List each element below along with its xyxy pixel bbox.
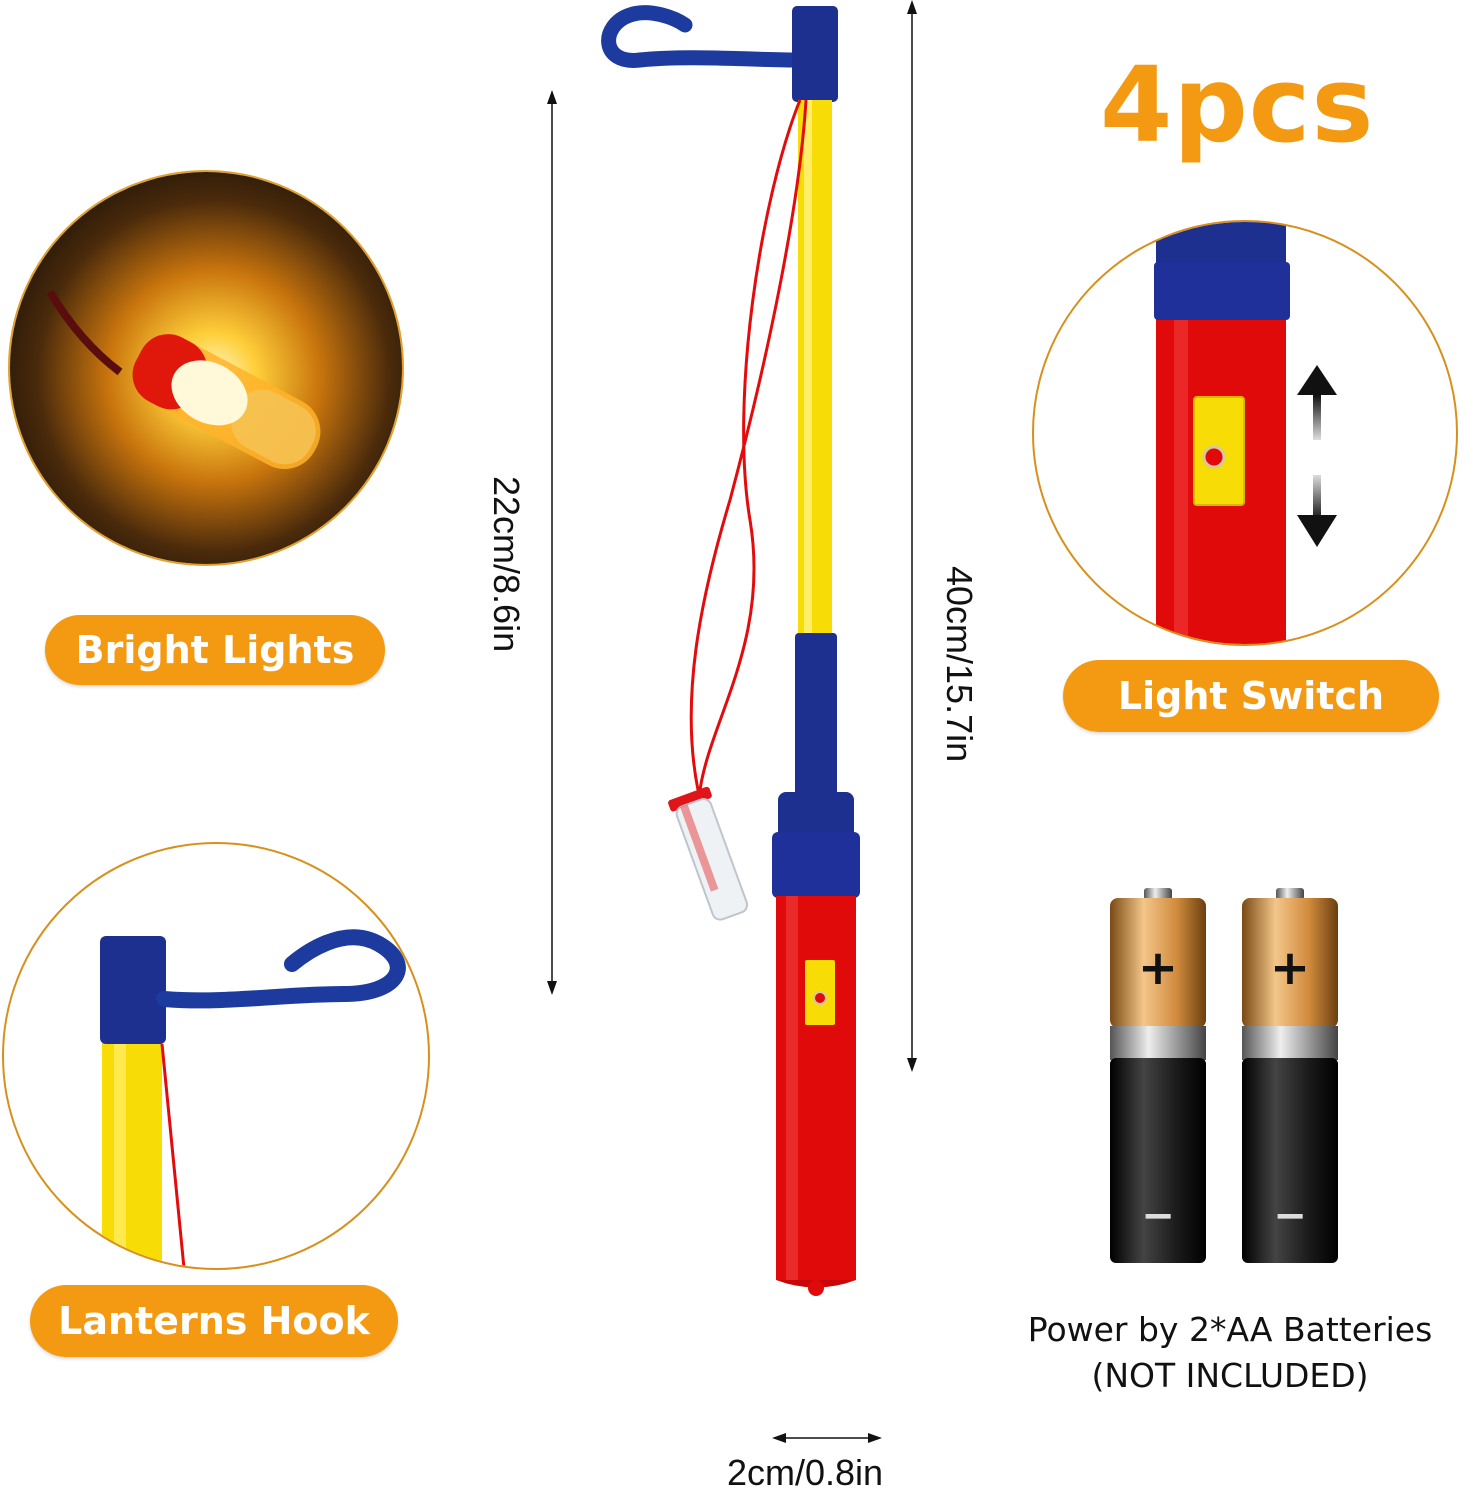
switch-closeup-illustration xyxy=(1154,222,1290,644)
lanterns-hook-label: Lanterns Hook xyxy=(30,1285,398,1357)
bright-lights-label: Bright Lights xyxy=(45,615,385,685)
diameter-dimension-arrow xyxy=(772,1433,882,1443)
battery-minus-symbol: − xyxy=(1273,1193,1307,1239)
rod-length-label: 22cm/8.6in xyxy=(486,476,527,653)
battery-note-line2: (NOT INCLUDED) xyxy=(1091,1356,1369,1395)
battery-plus-symbol: + xyxy=(1137,940,1179,996)
battery-plus-symbol: + xyxy=(1269,940,1311,996)
lantern-stick-product-illustration xyxy=(601,5,860,1086)
lanterns-hook-detail-image xyxy=(2,842,430,1270)
glowing-bulb-illustration xyxy=(10,172,402,564)
total-length-label: 40cm/15.7in xyxy=(939,566,980,763)
rod-length-dimension-arrow xyxy=(547,90,557,995)
light-switch-detail-image xyxy=(1032,220,1458,646)
aa-battery: + − xyxy=(1240,888,1340,1270)
aa-battery: + − xyxy=(1108,888,1208,1270)
handle-lower-section xyxy=(776,1080,856,1296)
diameter-label: 2cm/0.8in xyxy=(727,1452,884,1493)
battery-minus-symbol: − xyxy=(1141,1193,1175,1239)
battery-note-line1: Power by 2*AA Batteries xyxy=(1027,1310,1433,1349)
battery-icon xyxy=(1242,888,1338,1263)
battery-icon xyxy=(1110,888,1206,1263)
total-length-dimension-arrow xyxy=(907,0,917,1072)
quantity-headline: 4pcs xyxy=(1100,44,1375,166)
bright-lights-detail-image xyxy=(8,170,404,566)
up-down-arrow-icon xyxy=(1297,365,1337,547)
light-switch-label: Light Switch xyxy=(1063,660,1439,732)
hook-closeup-illustration xyxy=(100,929,406,1268)
